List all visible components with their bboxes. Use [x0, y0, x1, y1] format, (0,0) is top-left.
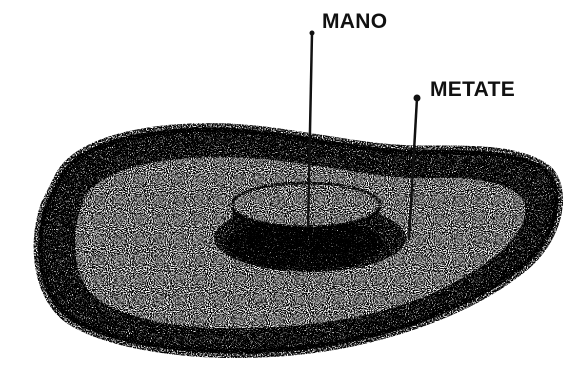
metate-label: METATE [430, 78, 515, 101]
mano-stone [227, 183, 383, 270]
mano-label: MANO [322, 10, 387, 33]
